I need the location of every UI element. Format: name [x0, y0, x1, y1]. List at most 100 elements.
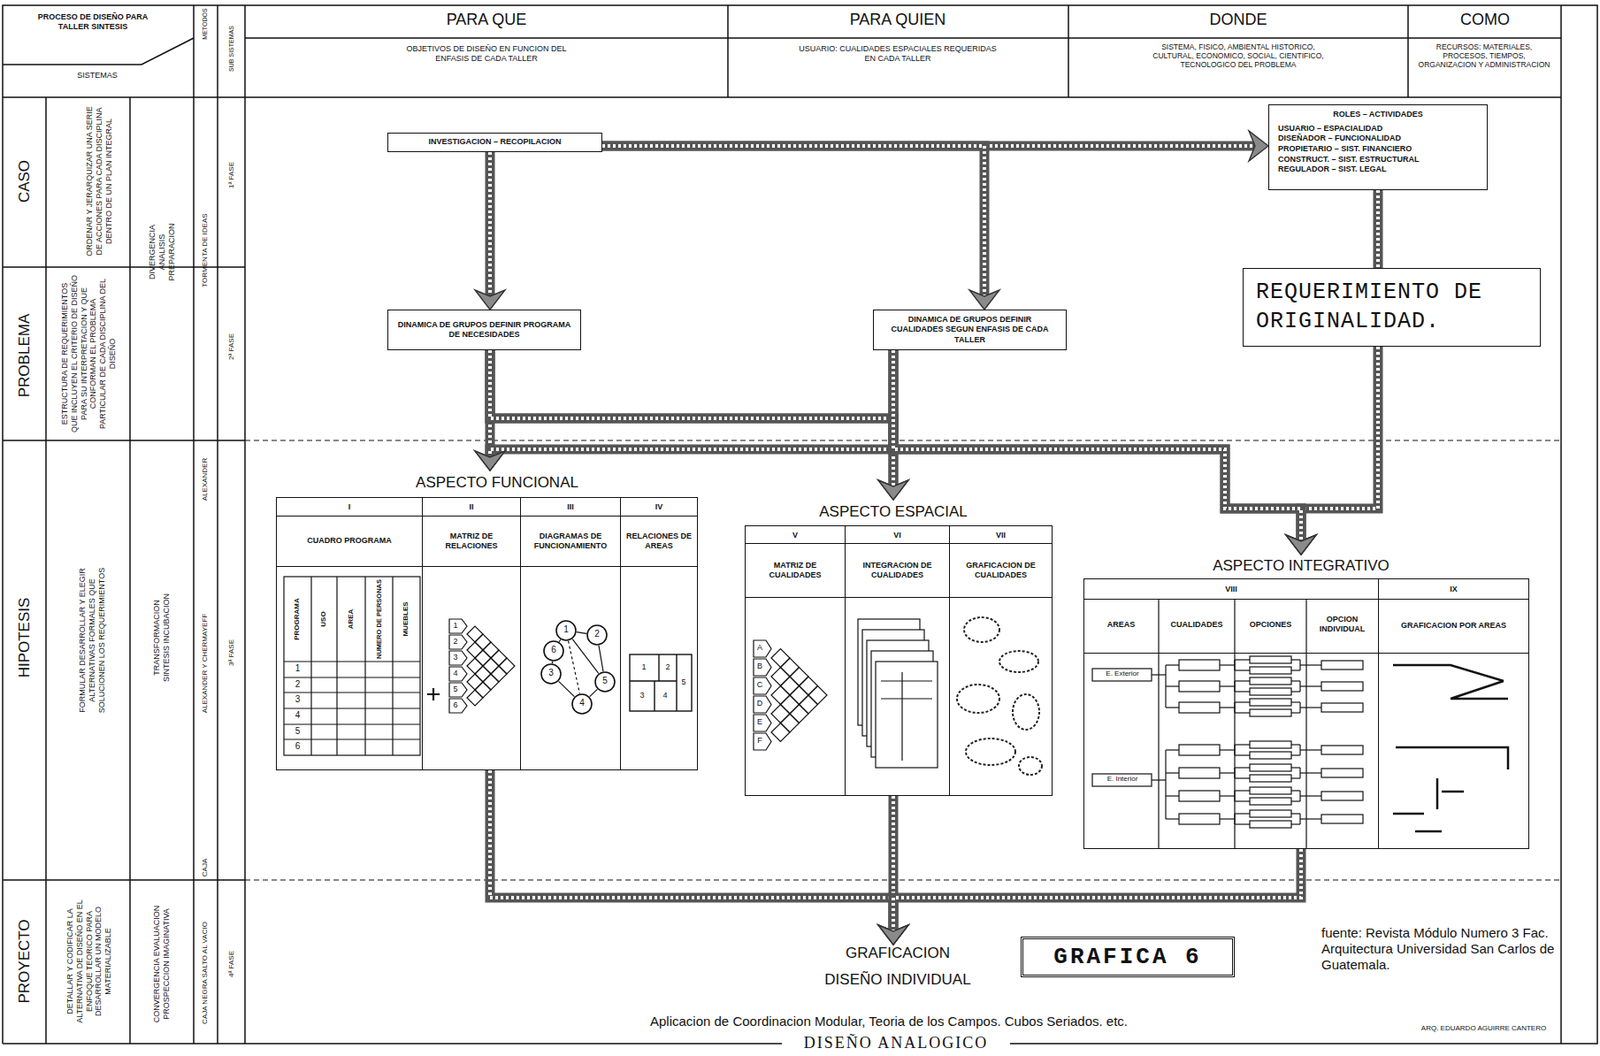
area-graphic [1393, 665, 1509, 832]
frame-line [2, 38, 194, 65]
stroke [1233, 659, 1235, 671]
stroke [1234, 680, 1250, 682]
quality-sketch [956, 617, 1042, 775]
label: 4ª FASE [227, 937, 237, 991]
label: 3ª FASE [227, 626, 237, 680]
stroke [1164, 750, 1166, 820]
matrix-diamond [482, 642, 499, 659]
column-title: GRAFICACION DE CUALIDADES [953, 560, 1049, 582]
band-outline [602, 145, 985, 297]
role-line: CONSTRUCT. – SIST. ESTRUCTURAL [1278, 154, 1478, 166]
matrix-diamond [474, 634, 491, 651]
sketch-strokes [449, 619, 1363, 828]
choice-box [1321, 791, 1363, 801]
flow-band [474, 152, 506, 310]
column-title: GRAFICACION POR AREAS [1400, 620, 1507, 631]
area-plan [629, 654, 677, 712]
stroke [1234, 812, 1250, 814]
program-table [283, 576, 421, 756]
label: PROCESO DE DISEÑO PARA TALLER SINTESIS [26, 12, 160, 32]
process-box: DINAMICA DE GRUPOS DEFINIR CUALIDADES SE… [872, 309, 1067, 351]
function-circle [543, 641, 564, 661]
stroke [1219, 685, 1235, 687]
stroke [1291, 743, 1301, 745]
band-outline [489, 350, 1302, 542]
stroke [1291, 777, 1301, 779]
stroke [1233, 702, 1235, 713]
matrix-cell [753, 733, 772, 751]
label: 5 [598, 675, 612, 687]
box-text: DINAMICA DE GRUPOS DEFINIR CUALIDADES SE… [880, 314, 1059, 345]
matrix-cell [449, 635, 467, 650]
program-table [427, 688, 440, 701]
band-outline [489, 350, 894, 458]
matrix-diamond [808, 686, 827, 705]
stroke [1291, 789, 1301, 791]
quality-sketch [1012, 694, 1040, 730]
matrix-diamond [799, 676, 819, 696]
label: AREA [346, 579, 356, 659]
option-box [1249, 797, 1292, 805]
aspect-heading: ASPECTO ESPACIAL [804, 499, 982, 524]
label: 3 [283, 694, 312, 705]
title-cell: GRAFICACION DE CUALIDADES [949, 543, 1052, 598]
label: CONVERGENCIA EVALUACION PROSPECCION IMAG… [152, 902, 172, 1026]
quality-sketch [999, 650, 1039, 673]
label: 1 [559, 624, 573, 636]
label: USUARIO: CUALIDADES ESPACIALES REQUERIDA… [796, 44, 1000, 64]
label: SISTEMA, FISICO, AMBIENTAL HISTORICO, CU… [1145, 42, 1332, 70]
option-box [1249, 787, 1292, 795]
label: FORMULAR DESARROLLAR Y ELEGIR ALTERNATIV… [77, 556, 107, 725]
function-circle [541, 664, 561, 684]
matrix-diamond [771, 667, 790, 687]
title-cell: RELACIONES DE AREAS [620, 516, 697, 567]
stroke [1300, 818, 1322, 820]
arrow-head [1248, 130, 1269, 161]
label: OPCION INDIVIDUAL [1306, 614, 1378, 635]
roman-number: IV [655, 502, 664, 512]
title-cell: CUADRO PROGRAMA [276, 516, 422, 567]
table-column: VIIGRAFICACION DE CUALIDADES [949, 525, 1053, 797]
title-cell: GRAFICACION POR AREAS [1378, 599, 1529, 654]
aspect-table: ASPECTO FUNCIONALICUADRO PROGRAMAIIMATRI… [275, 470, 697, 771]
stroke [1234, 766, 1250, 768]
quality-box [1178, 767, 1220, 779]
label: PROYECTO [15, 912, 34, 1011]
quality-sketch [956, 684, 1000, 713]
table-column: VMATRIZ DE CUALIDADES [744, 525, 846, 797]
matrix-diamond [498, 658, 515, 674]
label: 5 [677, 677, 690, 688]
choice-box [1321, 703, 1363, 712]
label: TRANSFORMACION SINTESIS INCUBACION [152, 589, 172, 687]
band-dots [489, 350, 894, 458]
label: 1 [283, 663, 312, 674]
label: 2ª FASE [227, 320, 237, 374]
label: 6 [283, 741, 312, 752]
matrix-diamond [780, 695, 800, 714]
stroke [1165, 685, 1179, 687]
arrow-head [969, 290, 1000, 310]
label: E. Exterior [1093, 669, 1152, 679]
roles-box: ROLES – ACTIVIDADESUSUARIO – ESPACIALIDA… [1268, 104, 1488, 191]
frame-line [2, 267, 245, 881]
stroke [1291, 823, 1301, 825]
stroke [1151, 779, 1166, 781]
header-cell: VIII [1084, 579, 1378, 600]
label: NUMERO DE PERSONAS [375, 579, 383, 659]
choice-box [1321, 745, 1363, 755]
stroke [1219, 772, 1235, 774]
column-title: DIAGRAMAS DE FUNCIONAMIENTO [524, 531, 617, 552]
label: 1 [637, 662, 651, 673]
matrix-diamond [466, 626, 483, 643]
stroke [1165, 706, 1179, 708]
roman-number: VIII [1224, 584, 1238, 594]
label: D [753, 698, 766, 709]
quality-box [1178, 659, 1220, 671]
label: CUALIDADES [1158, 620, 1235, 630]
label: 4 [283, 710, 312, 721]
label: 6 [547, 644, 560, 656]
label: PARA QUE [353, 10, 620, 31]
stacked-sheets [857, 619, 938, 768]
role-line: PROPIETARIO – SIST. FINANCIERO [1278, 144, 1478, 155]
choice-box [1321, 660, 1363, 670]
